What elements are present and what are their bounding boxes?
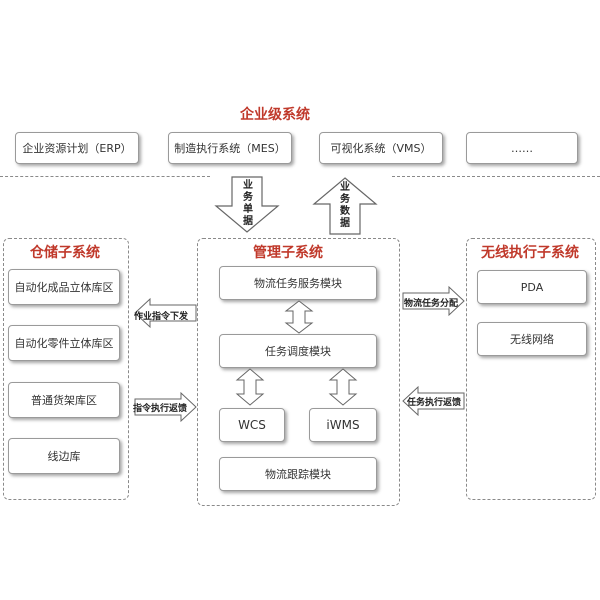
divider-right (392, 176, 600, 177)
from-storage-label: 指令执行返馈 (133, 404, 188, 414)
storage-item-finished: 自动化成品立体库区 (8, 269, 120, 305)
divider-left (0, 176, 210, 177)
dispatch-module: 任务调度模块 (219, 334, 377, 368)
management-panel (197, 238, 400, 506)
iwms-module: iWMS (309, 408, 377, 442)
storage-item-lineside: 线边库 (8, 438, 120, 474)
from-wireless-arrow-icon (402, 385, 465, 417)
service-module: 物流任务服务模块 (219, 266, 377, 300)
wcs-module: WCS (219, 408, 285, 442)
pda-box: PDA (477, 270, 587, 304)
to-storage-label: 作业指令下发 (134, 312, 189, 322)
up-arrow-text: 业 务 数 据 (340, 182, 350, 229)
storage-panel (3, 238, 129, 500)
to-wireless-label: 物流任务分配 (404, 299, 459, 309)
erp-label: 企业资源计划（ERP） (22, 142, 132, 155)
enterprise-title: 企业级系统 (240, 107, 310, 123)
from-wireless-label: 任务执行返馈 (407, 398, 462, 408)
wireless-network-box: 无线网络 (477, 322, 587, 356)
more-label: …… (511, 141, 533, 155)
service-dispatch-arrow-icon (284, 300, 314, 334)
storage-title: 仓储子系统 (30, 245, 100, 261)
management-title: 管理子系统 (253, 245, 323, 261)
vms-box: 可视化系统（VMS） (319, 132, 443, 164)
vms-label: 可视化系统（VMS） (330, 142, 432, 155)
wireless-title: 无线执行子系统 (481, 245, 579, 261)
dispatch-wcs-arrow-icon (235, 368, 265, 406)
to-wireless-arrow-icon (402, 285, 465, 317)
storage-item-parts: 自动化零件立体库区 (8, 325, 120, 361)
mes-label: 制造执行系统（MES） (174, 142, 286, 155)
more-box: …… (466, 132, 578, 164)
tracking-module: 物流跟踪模块 (219, 457, 377, 491)
dispatch-iwms-arrow-icon (328, 368, 358, 406)
down-arrow-text: 业 务 单 据 (243, 180, 253, 227)
to-storage-arrow-icon (134, 297, 197, 329)
wireless-panel (466, 238, 596, 500)
down-arrow-icon (214, 176, 280, 233)
up-arrow-icon (312, 177, 378, 235)
storage-item-shelf: 普通货架库区 (8, 382, 120, 418)
from-storage-arrow-icon (134, 391, 197, 423)
mes-box: 制造执行系统（MES） (168, 132, 292, 164)
erp-box: 企业资源计划（ERP） (15, 132, 139, 164)
